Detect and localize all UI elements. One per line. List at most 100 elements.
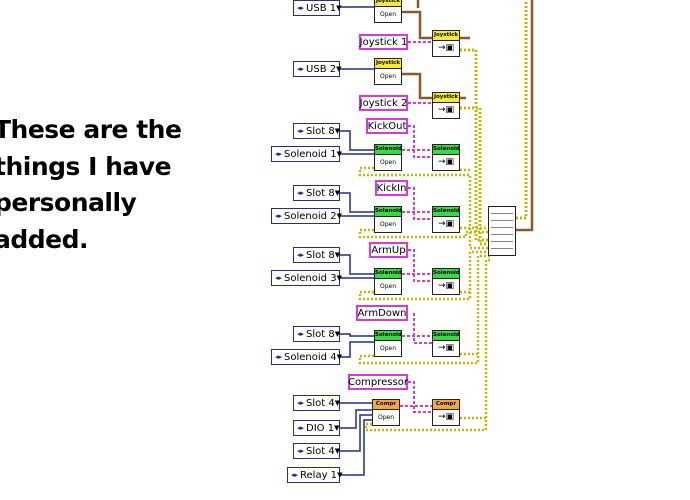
slot8-label-4: Slot 8 xyxy=(306,328,335,340)
chevron-down-icon[interactable]: ▼ xyxy=(336,212,342,220)
solenoid-refnum-vi-title: Solenoid xyxy=(433,207,459,217)
refnum-icon: →▣ xyxy=(437,43,455,53)
chevron-down-icon[interactable]: ▼ xyxy=(336,65,342,73)
slot8-control-3[interactable]: ◂▸Slot 8▼ xyxy=(293,247,340,263)
usb2-control[interactable]: ◂▸USB 2▼ xyxy=(293,61,342,77)
chevron-down-icon[interactable]: ▼ xyxy=(334,251,341,259)
chevron-down-icon[interactable]: ▼ xyxy=(334,330,341,338)
open-label: Open xyxy=(379,11,397,18)
joystick2-string[interactable]: Joystick 2 xyxy=(359,95,408,111)
relay1-label: Relay 1 xyxy=(300,469,338,481)
increment-arrows-icon[interactable]: ◂▸ xyxy=(297,399,305,407)
solenoid-refnum-vi-1[interactable]: Solenoid→▣ xyxy=(432,144,460,171)
joystick-open-vi-title: Joystick xyxy=(375,0,401,7)
bundle-row xyxy=(491,235,513,242)
annotation-line-2: things I have xyxy=(0,151,172,181)
slot8-control-1[interactable]: ◂▸Slot 8▼ xyxy=(293,123,340,139)
increment-arrows-icon[interactable]: ◂▸ xyxy=(275,353,283,361)
slot8-label-2: Slot 8 xyxy=(306,187,335,199)
increment-arrows-icon[interactable]: ◂▸ xyxy=(297,330,305,338)
solenoid-refnum-vi-3[interactable]: Solenoid→▣ xyxy=(432,268,460,295)
joystick-refnum-vi-title: Joystick xyxy=(433,93,459,103)
joystick1-string[interactable]: Joystick 1 xyxy=(359,34,408,50)
chevron-down-icon[interactable]: ▼ xyxy=(334,424,340,432)
slot8-label-3: Slot 8 xyxy=(306,249,335,261)
usb1-control[interactable]: ◂▸USB 1▼ xyxy=(293,0,342,16)
dio1-control[interactable]: ◂▸DIO 1▼ xyxy=(293,420,340,436)
chevron-down-icon[interactable]: ▼ xyxy=(334,399,341,407)
increment-arrows-icon[interactable]: ◂▸ xyxy=(275,150,283,158)
usb2-label: USB 2 xyxy=(306,63,337,75)
refnum-icon: →▣ xyxy=(437,281,455,291)
open-label: Open xyxy=(379,221,397,228)
slot4-label-2: Slot 4 xyxy=(306,445,335,457)
slot8-label-1: Slot 8 xyxy=(306,125,335,137)
solenoid-refnum-vi-title: Solenoid xyxy=(433,331,459,341)
increment-arrows-icon[interactable]: ◂▸ xyxy=(291,471,299,479)
increment-arrows-icon[interactable]: ◂▸ xyxy=(275,274,283,282)
increment-arrows-icon[interactable]: ◂▸ xyxy=(297,189,305,197)
solenoid-open-vi-title: Solenoid xyxy=(375,331,401,341)
joystick-refnum-vi-2[interactable]: Joystick →▣ xyxy=(432,92,460,119)
joystick-refnum-vi-1[interactable]: Joystick →▣ xyxy=(432,30,460,57)
open-label: Open xyxy=(377,414,395,421)
bundle-cluster-node[interactable] xyxy=(488,206,516,256)
open-label: Open xyxy=(379,283,397,290)
chevron-down-icon[interactable]: ▼ xyxy=(336,353,342,361)
slot8-control-2[interactable]: ◂▸Slot 8▼ xyxy=(293,185,340,201)
chevron-down-icon[interactable]: ▼ xyxy=(337,471,343,479)
armup-string[interactable]: ArmUp xyxy=(369,242,408,258)
annotation-line-1: These are the xyxy=(0,115,182,144)
annotation-line-3: personally xyxy=(0,188,137,217)
chevron-down-icon[interactable]: ▼ xyxy=(334,189,341,197)
increment-arrows-icon[interactable]: ◂▸ xyxy=(297,447,305,455)
compressor-open-vi-title: Compr xyxy=(373,400,399,410)
armdown-string[interactable]: ArmDown xyxy=(356,305,408,321)
slot8-control-4[interactable]: ◂▸Slot 8▼ xyxy=(293,326,340,342)
solenoid-refnum-vi-2[interactable]: Solenoid →▣ xyxy=(432,206,460,233)
compressor-refnum-vi-title: Compr xyxy=(433,400,459,410)
refnum-icon: →▣ xyxy=(437,219,455,229)
bundle-row xyxy=(491,242,513,249)
chevron-down-icon[interactable]: ▼ xyxy=(336,274,342,282)
slot4-label-1: Slot 4 xyxy=(306,397,335,409)
increment-arrows-icon[interactable]: ◂▸ xyxy=(297,251,305,259)
solenoid4-control[interactable]: ◂▸Solenoid 4▼ xyxy=(271,349,342,365)
open-label: Open xyxy=(379,159,397,166)
compressor-string[interactable]: Compressor xyxy=(348,374,408,390)
dio1-label: DIO 1 xyxy=(306,422,335,434)
chevron-down-icon[interactable]: ▼ xyxy=(334,447,341,455)
solenoid2-control[interactable]: ◂▸Solenoid 2▼ xyxy=(271,208,342,224)
bundle-row xyxy=(491,214,513,221)
relay1-control[interactable]: ◂▸Relay 1▼ xyxy=(287,467,343,483)
slot4-control-2[interactable]: ◂▸Slot 4▼ xyxy=(293,443,340,459)
usb1-label: USB 1 xyxy=(306,2,337,14)
chevron-down-icon[interactable]: ▼ xyxy=(334,127,341,135)
compressor-refnum-vi[interactable]: Compr→▣ xyxy=(432,399,460,426)
increment-arrows-icon[interactable]: ◂▸ xyxy=(297,424,305,432)
joystick-refnum-vi-title: Joystick xyxy=(433,31,459,41)
solenoid-refnum-vi-4[interactable]: Solenoid→▣ xyxy=(432,330,460,357)
solenoid1-control[interactable]: ◂▸Solenoid 1▼ xyxy=(271,146,342,162)
increment-arrows-icon[interactable]: ◂▸ xyxy=(297,127,305,135)
increment-arrows-icon[interactable]: ◂▸ xyxy=(275,212,283,220)
refnum-icon: →▣ xyxy=(437,105,455,115)
solenoid-open-vi-title: Solenoid xyxy=(375,269,401,279)
increment-arrows-icon[interactable]: ◂▸ xyxy=(297,65,305,73)
slot4-control-1[interactable]: ◂▸Slot 4▼ xyxy=(293,395,340,411)
bundle-row xyxy=(491,221,513,228)
chevron-down-icon[interactable]: ▼ xyxy=(336,4,342,12)
chevron-down-icon[interactable]: ▼ xyxy=(336,150,342,158)
kickin-string[interactable]: KickIn xyxy=(375,180,408,196)
solenoid3-control[interactable]: ◂▸Solenoid 3▼ xyxy=(271,270,342,286)
increment-arrows-icon[interactable]: ◂▸ xyxy=(297,4,305,12)
kickout-string[interactable]: KickOut xyxy=(366,118,408,134)
